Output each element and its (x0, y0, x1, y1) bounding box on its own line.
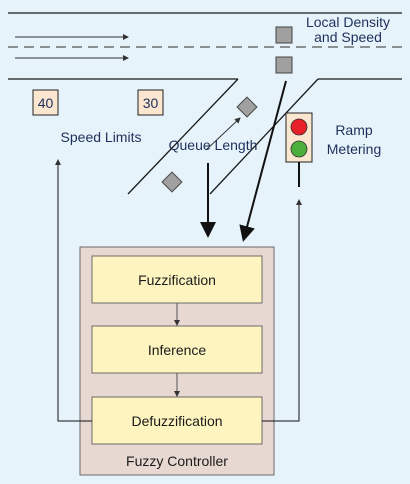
red-lamp (290, 118, 308, 136)
fuzzification-block (91, 255, 263, 304)
arrow-controller-to-ramp-metering (262, 199, 302, 422)
arrow-controller-to-speed-limits (55, 159, 92, 422)
ramp-direction-arrow (205, 117, 241, 151)
label-speed-limits: Speed Limits (61, 129, 142, 145)
defuzzification-label: Defuzzification (131, 413, 222, 429)
highway (8, 12, 402, 80)
label-queue-length: Queue Length (169, 137, 258, 153)
ramp-left-edge (127, 78, 239, 195)
speed-limit-value-40: 40 (38, 95, 54, 111)
speed-limit-value-30: 30 (143, 95, 159, 111)
ramp-sensor-lower (161, 171, 183, 193)
label-ramp-metering-line1: Ramp (335, 122, 373, 138)
label-ramp-metering-line2: Metering (327, 141, 381, 157)
arrow-density-to-controller (239, 80, 287, 242)
green-lamp (290, 140, 308, 158)
on-ramp (127, 78, 319, 195)
fuzzy-controller: Fuzzification Inference Defuzzification … (79, 246, 275, 476)
ramp-right-edge (209, 78, 319, 195)
ramp-meter-traffic-light (285, 112, 313, 187)
mainline-sensor-2 (275, 56, 293, 74)
label-local-density-line2: and Speed (314, 29, 382, 45)
mainline-sensor-1 (275, 26, 293, 44)
ramp-sensor-upper (236, 96, 258, 118)
speed-limit-sign-40: 40 (32, 89, 59, 116)
fuzzification-label: Fuzzification (138, 272, 216, 288)
speed-limit-sign-30: 30 (137, 89, 164, 116)
inference-block (91, 325, 263, 374)
inference-label: Inference (148, 342, 207, 358)
label-local-density-line1: Local Density (306, 14, 390, 30)
defuzzification-block (91, 396, 263, 445)
fuzzy-controller-title: Fuzzy Controller (126, 453, 228, 469)
